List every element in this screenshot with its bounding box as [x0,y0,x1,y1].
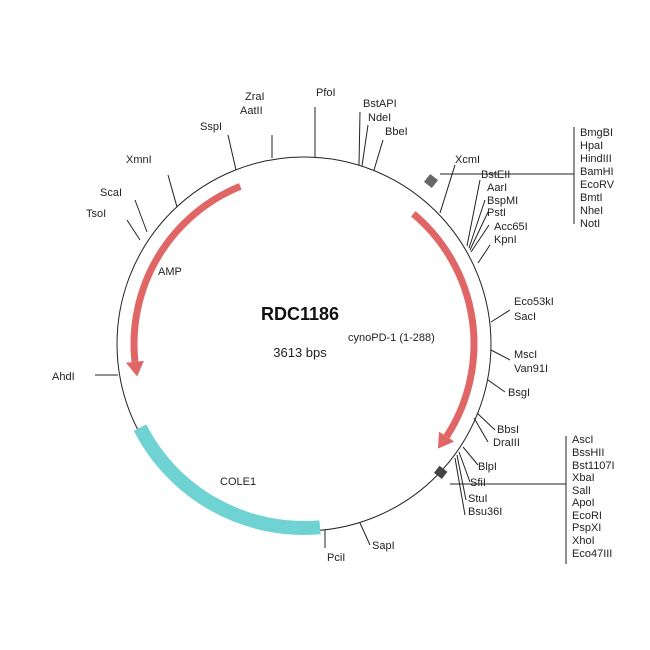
mcs-site-label[interactable]: HindIII [580,153,612,165]
site-label[interactable]: PstI [487,207,506,219]
site-label[interactable]: SfiI [470,477,486,489]
site-label[interactable]: DraIII [493,437,520,449]
mcs-site-label[interactable]: BssHII [572,447,604,459]
cole1-feature[interactable] [133,424,321,535]
site-label[interactable]: PciI [327,552,345,564]
feature-label-cynopd1: cynoPD-1 (1-288) [348,332,435,344]
mcs-site-label[interactable]: SalI [572,485,591,497]
site-label[interactable]: Eco53kI [514,296,554,308]
mcs-bottom-list: AscI BssHII Bst1107I XbaI SalI ApoI EcoR… [572,434,615,560]
site-label[interactable]: BstEII [481,169,510,181]
site-labels: ZraI AatII PfoI BstAPI NdeI BbeI SspI Xm… [52,87,554,564]
mcs-site-label[interactable]: PspXI [572,522,601,534]
site-label[interactable]: AatII [240,105,263,117]
mcs-site-label[interactable]: ApoI [572,497,595,509]
site-label[interactable]: BsgI [508,387,530,399]
mcs-site-label[interactable]: XhoI [572,535,595,547]
site-label[interactable]: SacI [514,311,536,323]
site-label[interactable]: BlpI [478,461,497,473]
mcs-site-label[interactable]: BmtI [580,192,603,204]
site-label[interactable]: SapI [372,540,395,552]
site-label[interactable]: BstAPI [363,98,397,110]
site-label[interactable]: AhdI [52,371,75,383]
site-label[interactable]: XmnI [126,154,152,166]
mcs-site-label[interactable]: BmgBI [580,127,613,139]
site-label[interactable]: BspMI [487,195,518,207]
site-label[interactable]: BbsI [497,424,519,436]
site-label[interactable]: StuI [468,493,488,505]
site-label[interactable]: MscI [514,349,537,361]
cynopd1-arrowhead [437,431,455,449]
site-label[interactable]: SspI [200,121,222,133]
site-label[interactable]: NdeI [368,112,391,124]
cynopd1-feature-arrow[interactable] [411,211,478,439]
mcs-site-label[interactable]: BamHI [580,166,614,178]
site-label[interactable]: ScaI [100,187,122,199]
mcs-site-label[interactable]: EcoRV [580,179,615,191]
site-label[interactable]: XcmI [455,154,480,166]
mcs-site-label[interactable]: XbaI [572,472,595,484]
site-label[interactable]: PfoI [316,87,336,99]
site-label[interactable]: AarI [487,182,507,194]
mcs-site-label[interactable]: NheI [580,205,603,217]
site-label[interactable]: KpnI [494,234,517,246]
feature-label-cole1: COLE1 [220,476,256,488]
mcs-top-list: BmgBI HpaI HindIII BamHI EcoRV BmtI NheI… [580,127,615,230]
mcs-site-label[interactable]: Bst1107I [572,460,615,472]
plasmid-name: RDC1186 [261,304,339,324]
amp-feature-arrow[interactable] [130,183,242,363]
site-label[interactable]: Van91I [514,363,548,375]
site-label[interactable]: TsoI [86,208,106,220]
mcs-site-label[interactable]: AscI [572,434,593,446]
site-label[interactable]: ZraI [245,91,265,103]
plasmid-size: 3613 bps [273,345,327,360]
site-label[interactable]: Bsu36I [468,506,502,518]
mcs-site-label[interactable]: Eco47III [572,548,612,560]
feature-label-amp: AMP [158,266,182,278]
mcs-site-label[interactable]: NotI [580,218,600,230]
site-ticks [95,107,575,564]
mcs-site-label[interactable]: EcoRI [572,510,602,522]
mcs-site-label[interactable]: HpaI [580,140,603,152]
amp-arrowhead [125,360,144,377]
site-label[interactable]: BbeI [385,126,408,138]
site-label[interactable]: Acc65I [494,221,528,233]
